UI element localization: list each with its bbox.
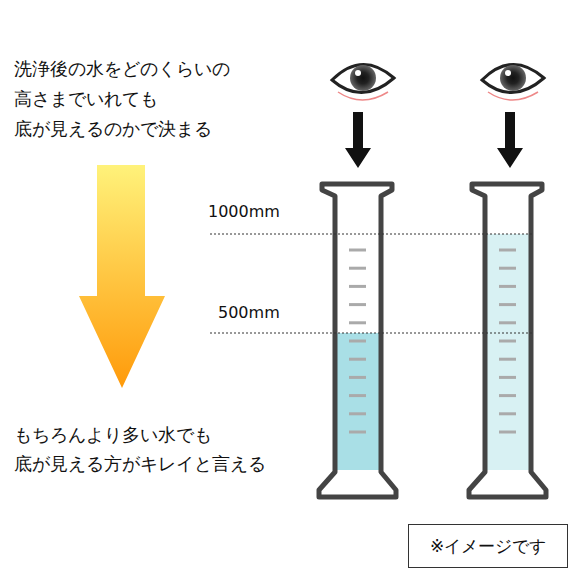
- measuring-cylinder: [469, 184, 546, 497]
- note-text: 高さまでいれても: [14, 88, 158, 110]
- note-text: ※イメージです: [430, 535, 546, 558]
- measuring-cylinder: [319, 184, 396, 497]
- view-arrow: [497, 112, 523, 168]
- view-arrow: [345, 112, 371, 168]
- note-text: 底が見える方がキレイと言える: [14, 453, 266, 475]
- level-line: [210, 234, 532, 235]
- eye-icon: [482, 64, 544, 100]
- note-text: 底が見えるのかで決まる: [14, 118, 212, 140]
- scale-ticks: [349, 250, 516, 432]
- water: [487, 234, 529, 470]
- level-line: [210, 333, 532, 334]
- water: [337, 333, 379, 470]
- level-label: 500mm: [218, 303, 280, 322]
- eye-icon: [332, 64, 394, 100]
- note-text: 洗浄後の水をどのくらいの: [14, 58, 230, 80]
- level-label: 1000mm: [208, 202, 280, 221]
- note-box: ※イメージです: [408, 524, 568, 568]
- down-arrow: [79, 165, 165, 388]
- note-text: もちろんより多い水でも: [14, 424, 212, 446]
